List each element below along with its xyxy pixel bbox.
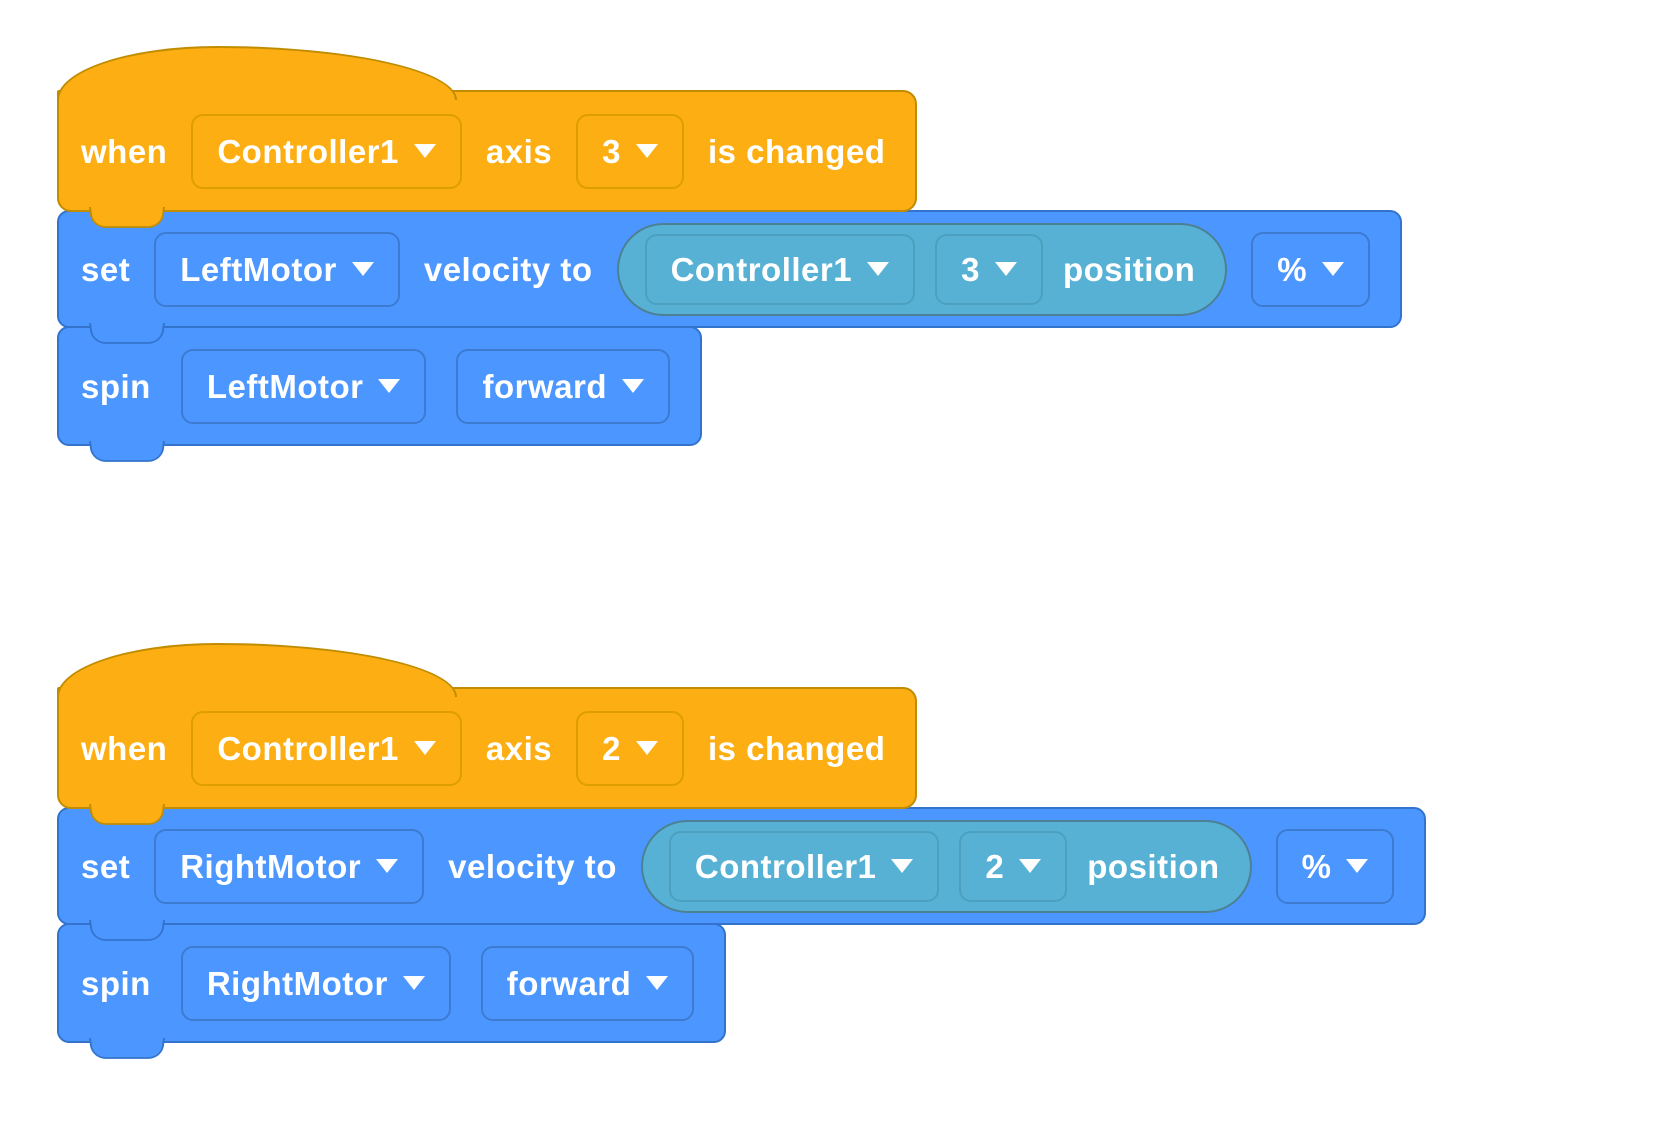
- when-label: when: [81, 132, 168, 170]
- motor-dropdown-label: LeftMotor: [180, 250, 337, 288]
- spin-label: spin: [81, 964, 151, 1002]
- dropdown-arrow-icon: [622, 379, 644, 393]
- block-connector-tab: [89, 804, 165, 825]
- when-controller-axis-changed-block[interactable]: when Controller1 axis 3 is changed: [56, 46, 918, 228]
- dropdown-arrow-icon: [635, 741, 658, 755]
- dropdown-arrow-icon: [1322, 262, 1345, 276]
- when-label: when: [81, 729, 168, 767]
- reporter-controller-dropdown[interactable]: Controller1: [668, 830, 940, 902]
- dropdown-arrow-icon: [635, 144, 658, 158]
- dropdown-arrow-icon: [402, 976, 425, 990]
- set-label: set: [81, 250, 131, 288]
- unit-dropdown[interactable]: %: [1251, 231, 1371, 307]
- dropdown-arrow-icon: [994, 262, 1017, 276]
- motor-dropdown-label: RightMotor: [180, 847, 362, 885]
- reporter-axis-dropdown[interactable]: 2: [959, 830, 1068, 902]
- velocity-to-label: velocity to: [423, 250, 593, 288]
- dropdown-arrow-icon: [413, 741, 436, 755]
- when-controller-axis-changed-block[interactable]: when Controller1 axis 2 is changed: [56, 643, 918, 825]
- controller-axis-position-reporter[interactable]: Controller1 2 position: [640, 819, 1252, 913]
- motor-dropdown[interactable]: RightMotor: [180, 945, 451, 1021]
- is-changed-label: is changed: [707, 729, 886, 767]
- axis-label: axis: [485, 132, 553, 170]
- position-label: position: [1062, 250, 1196, 288]
- dropdown-arrow-icon: [1346, 859, 1369, 873]
- axis-dropdown[interactable]: 2: [576, 710, 684, 786]
- axis-dropdown-label: 2: [602, 729, 621, 767]
- spin-motor-block[interactable]: spin RightMotor forward: [57, 923, 727, 1059]
- dropdown-arrow-icon: [891, 859, 914, 873]
- set-label: set: [81, 847, 131, 885]
- direction-dropdown[interactable]: forward: [480, 945, 695, 1021]
- reporter-controller-label: Controller1: [670, 250, 853, 288]
- motor-dropdown-label: RightMotor: [206, 964, 388, 1002]
- set-velocity-block[interactable]: set RightMotor velocity to Controller1 2…: [57, 807, 1427, 941]
- motor-dropdown-label: LeftMotor: [206, 367, 364, 405]
- hat-dome: [56, 46, 457, 100]
- dropdown-arrow-icon: [1019, 859, 1042, 873]
- unit-dropdown-label: %: [1301, 847, 1332, 885]
- block-connector-tab: [89, 920, 165, 941]
- is-changed-label: is changed: [707, 132, 886, 170]
- unit-dropdown[interactable]: %: [1275, 828, 1395, 904]
- controller-dropdown[interactable]: Controller1: [191, 710, 462, 786]
- block-connector-tab: [89, 1038, 165, 1059]
- reporter-axis-dropdown[interactable]: 3: [935, 233, 1043, 305]
- motor-dropdown[interactable]: LeftMotor: [154, 231, 400, 307]
- set-velocity-block[interactable]: set LeftMotor velocity to Controller1 3 …: [57, 210, 1403, 344]
- reporter-axis-label: 3: [961, 250, 980, 288]
- position-label: position: [1087, 847, 1220, 885]
- direction-dropdown-label: forward: [482, 367, 607, 405]
- hat-dome: [56, 643, 457, 697]
- dropdown-arrow-icon: [413, 144, 436, 158]
- motor-dropdown[interactable]: RightMotor: [154, 828, 425, 904]
- controller-dropdown-label: Controller1: [217, 729, 399, 767]
- controller-dropdown-label: Controller1: [217, 132, 399, 170]
- controller-axis-position-reporter[interactable]: Controller1 3 position: [616, 222, 1228, 316]
- axis-dropdown[interactable]: 3: [576, 113, 684, 189]
- reporter-controller-dropdown[interactable]: Controller1: [644, 233, 916, 305]
- reporter-controller-label: Controller1: [694, 847, 877, 885]
- block-connector-tab: [89, 441, 165, 462]
- reporter-axis-label: 2: [985, 847, 1005, 885]
- direction-dropdown-label: forward: [506, 964, 632, 1002]
- block-connector-tab: [89, 323, 165, 344]
- axis-label: axis: [485, 729, 553, 767]
- block-connector-tab: [89, 207, 165, 228]
- motor-dropdown[interactable]: LeftMotor: [180, 348, 427, 424]
- dropdown-arrow-icon: [351, 262, 374, 276]
- direction-dropdown[interactable]: forward: [456, 348, 670, 424]
- velocity-to-label: velocity to: [448, 847, 617, 885]
- dropdown-arrow-icon: [376, 859, 399, 873]
- dropdown-arrow-icon: [646, 976, 669, 990]
- controller-dropdown[interactable]: Controller1: [191, 113, 462, 189]
- dropdown-arrow-icon: [378, 379, 401, 393]
- spin-motor-block[interactable]: spin LeftMotor forward: [57, 326, 702, 462]
- axis-dropdown-label: 3: [602, 132, 621, 170]
- unit-dropdown-label: %: [1277, 250, 1308, 288]
- spin-label: spin: [81, 367, 151, 405]
- dropdown-arrow-icon: [867, 262, 890, 276]
